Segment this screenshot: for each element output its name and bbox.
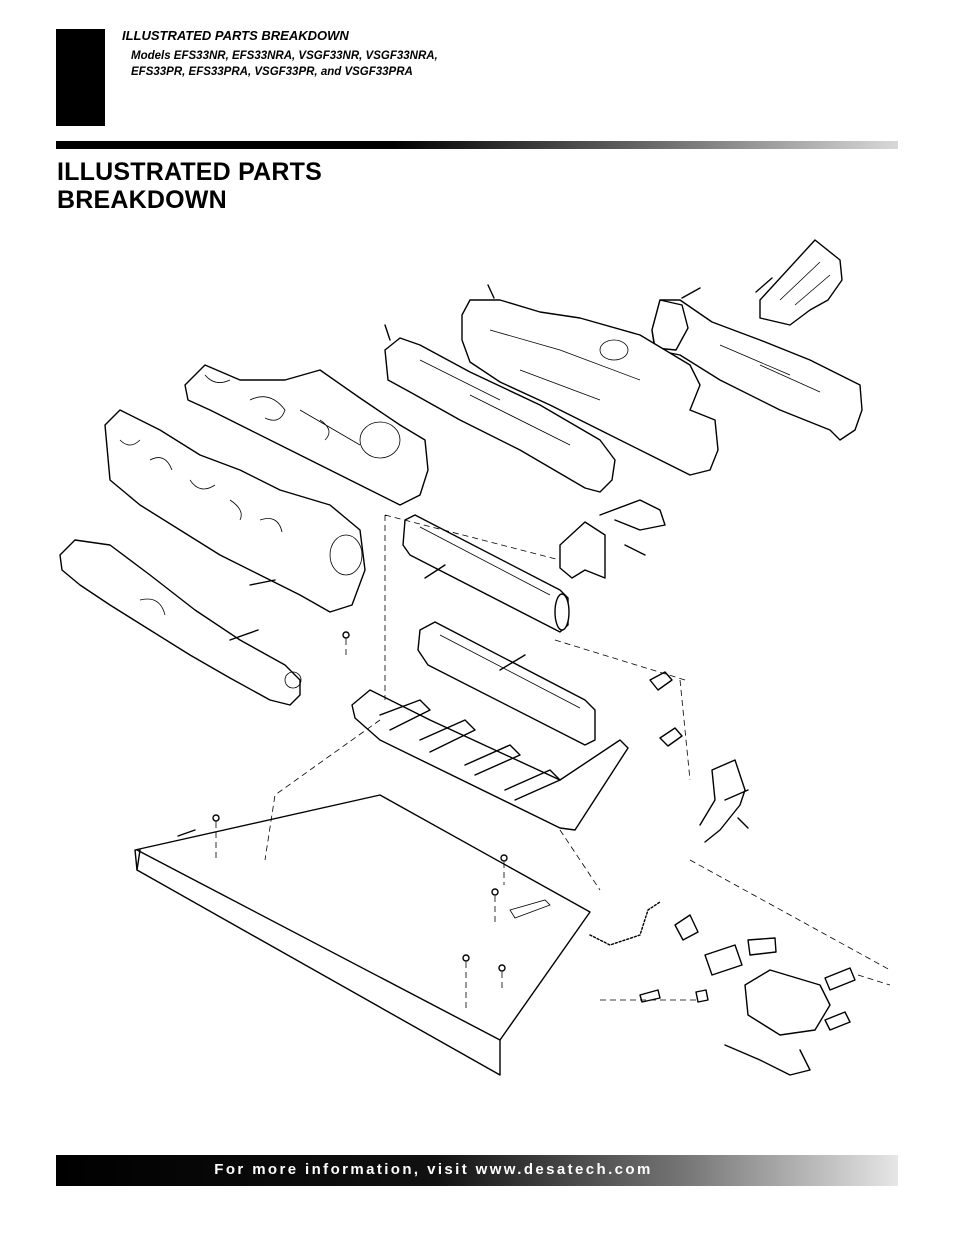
fitting-lower [659,727,683,747]
gas-tubing [699,759,749,843]
header-section-title: ILLUSTRATED PARTS BREAKDOWN [122,28,349,43]
header-models: Models EFS33NR, EFS33NRA, VSGF33NR, VSGF… [131,48,438,80]
log-front-bottom [59,539,302,706]
burner-grate-frame [351,689,629,831]
footer-website-text: For more information, visit www.desatech… [214,1161,653,1178]
header-rule-bar [56,141,898,149]
section-tab-block [56,29,105,126]
flex-gas-connector [589,901,699,946]
log-rear-middle [461,284,719,476]
pilot-bracket [559,499,666,579]
footer-bar [56,1155,898,1186]
page-title-line-2: BREAKDOWN [57,186,227,214]
log-textured-upper [184,364,429,506]
screw-set [212,631,508,1010]
page-title-line-1: ILLUSTRATED PARTS [57,158,322,186]
fitting-upper [649,671,673,691]
page-title: ILLUSTRATED PARTS BREAKDOWN [57,158,322,214]
log-rear-right [651,287,863,441]
base-panel [134,794,591,1076]
burner-tube-front [417,621,596,746]
burner-tube-rear [402,514,570,633]
models-line-2: EFS33PR, EFS33PRA, VSGF33PR, and VSGF33P… [131,66,413,78]
log-piece-wedge [755,239,843,326]
log-front-long [384,324,616,493]
models-line-1: Models EFS33NR, EFS33NRA, VSGF33NR, VSGF… [131,50,438,62]
connection-guides [264,514,891,1001]
piezo-wiring [639,989,811,1076]
log-textured-middle [104,409,366,613]
gas-valve [704,937,856,1036]
exploded-parts-diagram [59,239,891,1076]
